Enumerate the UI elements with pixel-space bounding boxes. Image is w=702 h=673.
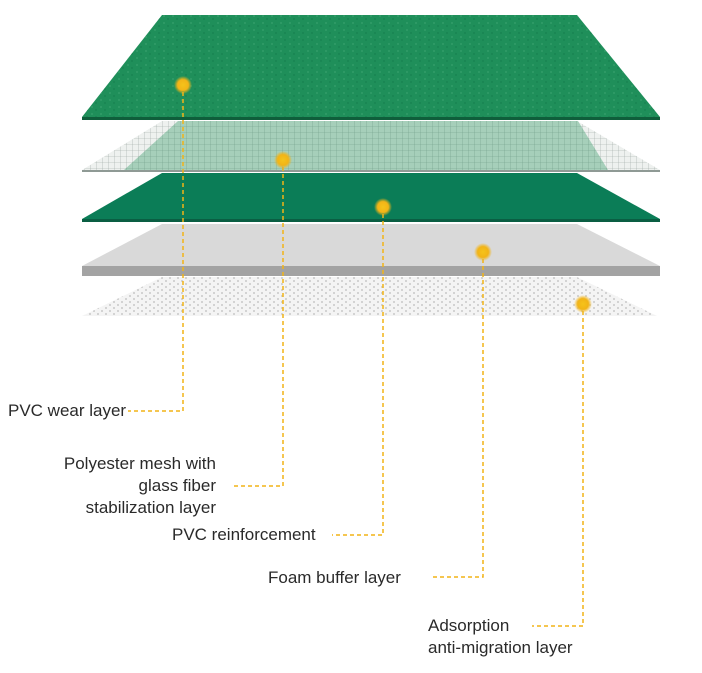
leader-line-foam — [432, 252, 484, 578]
label-line: anti-migration layer — [428, 638, 573, 657]
marker-dot-adsorption — [574, 295, 592, 313]
label-line: Adsorption — [428, 616, 510, 635]
label-polyester-mesh-layer: Polyester mesh with glass fiber stabiliz… — [64, 453, 216, 519]
label-line: Foam buffer layer — [268, 568, 401, 587]
label-adsorption-layer: Adsorption anti-migration layer — [428, 615, 573, 659]
label-pvc-reinforcement: PVC reinforcement — [172, 524, 316, 546]
polyester-mesh-layer — [82, 121, 660, 172]
label-line: stabilization layer — [85, 498, 216, 517]
label-line: glass fiber — [138, 476, 216, 495]
label-line: Polyester mesh with — [63, 454, 216, 473]
label-line: PVC reinforcement — [172, 525, 316, 544]
marker-dot-mesh — [274, 151, 292, 169]
leader-line-wear — [128, 85, 184, 412]
label-pvc-wear-layer: PVC wear layer — [8, 400, 126, 422]
label-foam-buffer-layer: Foam buffer layer — [268, 567, 401, 589]
leader-line-adsorption — [532, 304, 584, 627]
adsorption-layer — [82, 277, 657, 316]
pvc-reinforcement-layer — [82, 173, 660, 222]
pvc-wear-layer — [82, 15, 660, 120]
leader-line-mesh — [232, 160, 284, 487]
foam-buffer-layer — [82, 224, 660, 276]
marker-dot-foam — [474, 243, 492, 261]
marker-dot-wear — [174, 76, 192, 94]
label-line: PVC wear layer — [8, 401, 127, 420]
marker-dot-reinforcement — [374, 198, 392, 216]
